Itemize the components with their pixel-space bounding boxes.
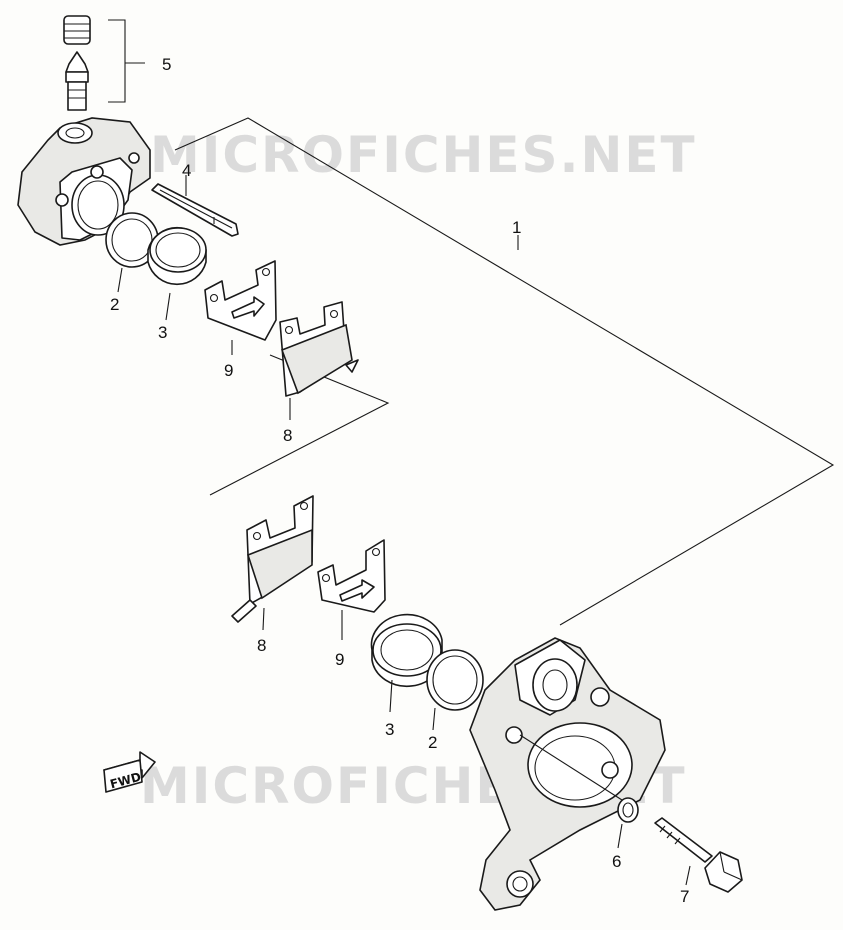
callout-7: 7 <box>680 887 689 906</box>
callout-2-bottom: 2 <box>428 733 437 752</box>
brake-pad-top <box>279 301 359 420</box>
callout-9-top: 9 <box>224 361 233 380</box>
caliper-body-bottom <box>469 637 666 911</box>
callout-6: 6 <box>612 852 621 871</box>
fwd-badge: FWD <box>103 751 156 793</box>
pad-pin-part <box>151 175 239 237</box>
washer-part <box>617 797 639 849</box>
callout-3-bottom: 3 <box>385 720 394 739</box>
callout-3-top: 3 <box>158 323 167 342</box>
callout-8-top: 8 <box>283 426 292 445</box>
bleeder-valve-part <box>63 15 145 111</box>
seal-ring-bottom <box>426 649 484 731</box>
brake-pad-bottom <box>231 495 314 631</box>
bolt-part <box>654 817 743 893</box>
callout-9-bottom: 9 <box>335 650 344 669</box>
callout-2-top: 2 <box>110 295 119 314</box>
callout-1: 1 <box>512 218 521 237</box>
piston-ring-top <box>147 226 207 321</box>
shim-plate-bottom <box>317 539 386 640</box>
callout-5: 5 <box>162 55 171 74</box>
callout-8-bottom: 8 <box>257 636 266 655</box>
callout-4: 4 <box>182 161 191 180</box>
caliper-body-top <box>17 117 151 246</box>
watermark-top: MICROFICHES.NET <box>150 126 697 184</box>
piston-ring-bottom <box>370 613 444 713</box>
shim-plate-top <box>204 260 277 355</box>
